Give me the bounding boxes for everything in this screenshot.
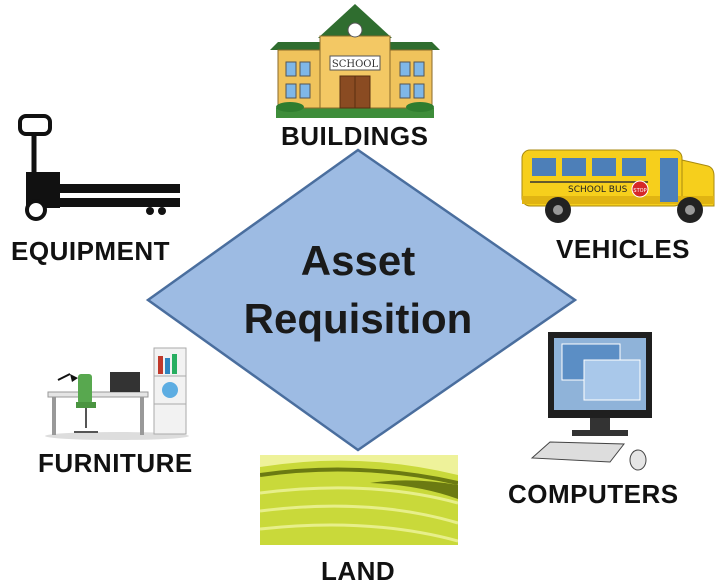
node-computers: COMPUTERS <box>508 479 679 509</box>
title-line-2: Requisition <box>243 295 473 342</box>
school-bus-icon: SCHOOL BUS STOP <box>521 149 715 223</box>
node-equipment: EQUIPMENT <box>11 236 171 266</box>
node-furniture: FURNITURE <box>38 448 193 478</box>
diagram-title: Asset Requisition <box>208 232 508 348</box>
title-line-1: Asset <box>300 237 416 284</box>
office-desk-icon <box>45 347 189 440</box>
farmland-icon <box>260 455 458 545</box>
node-buildings: BUILDINGS <box>281 121 429 151</box>
school-building-icon: SCHOOL <box>270 4 440 118</box>
bus-sign-text: SCHOOL BUS <box>568 185 628 195</box>
node-vehicles: VEHICLES <box>556 234 691 264</box>
school-sign-text: SCHOOL <box>332 59 379 70</box>
node-land: LAND <box>321 556 396 586</box>
desktop-computer-icon <box>530 332 652 471</box>
stop-sign-text: STOP <box>633 188 646 194</box>
pallet-jack-icon <box>18 114 180 221</box>
